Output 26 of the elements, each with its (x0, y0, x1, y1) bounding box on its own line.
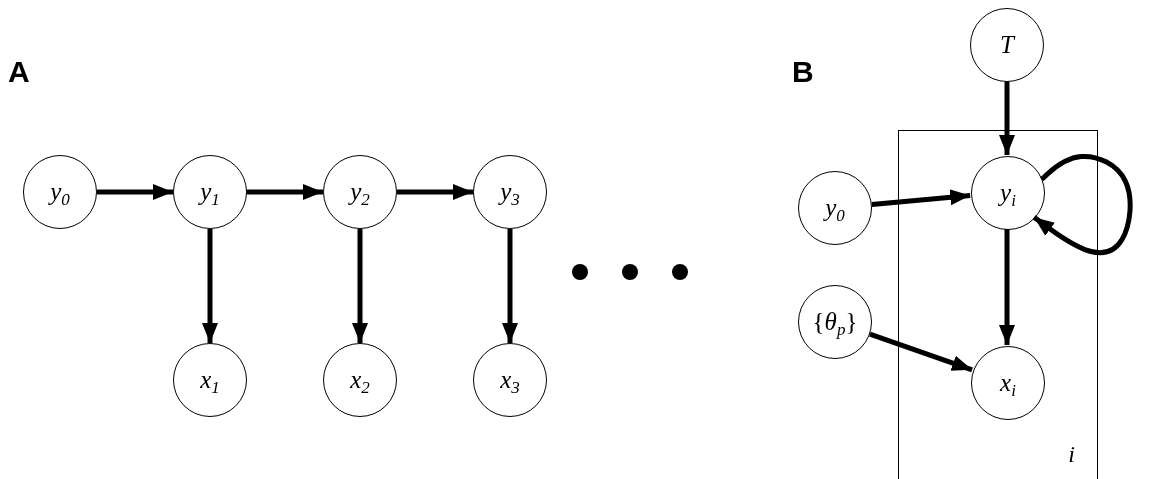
variable-label: y$_{3}$ (500, 178, 520, 206)
arrow (352, 229, 368, 343)
panel-label: B (792, 55, 814, 89)
panel-label: A (8, 55, 30, 89)
variable-label: T (1000, 31, 1014, 59)
arrow (202, 229, 218, 343)
variable-label: x$_{i}$ (1000, 369, 1016, 397)
arrow (869, 331, 973, 373)
variable-label: y$_{2}$ (350, 178, 370, 206)
arrow (999, 229, 1015, 345)
arrow (397, 184, 473, 200)
self-loop-arrow (1032, 153, 1133, 256)
variable-label: y$_{0}$ (825, 194, 845, 222)
plate-box (898, 130, 1098, 479)
arrow (502, 229, 518, 343)
arrow (247, 184, 323, 200)
variable-label: y$_{0}$ (50, 178, 70, 206)
plate-label: i (1068, 441, 1075, 468)
variable-label: x$_{1}$ (200, 366, 220, 394)
arrow (97, 184, 173, 200)
arrow (999, 82, 1015, 155)
arrow (871, 189, 971, 208)
variable-label: x$_{2}$ (350, 366, 370, 394)
variable-label: y$_{i}$ (1000, 179, 1016, 207)
variable-label: x$_{3}$ (500, 366, 520, 394)
variable-label: y$_{1}$ (200, 178, 220, 206)
